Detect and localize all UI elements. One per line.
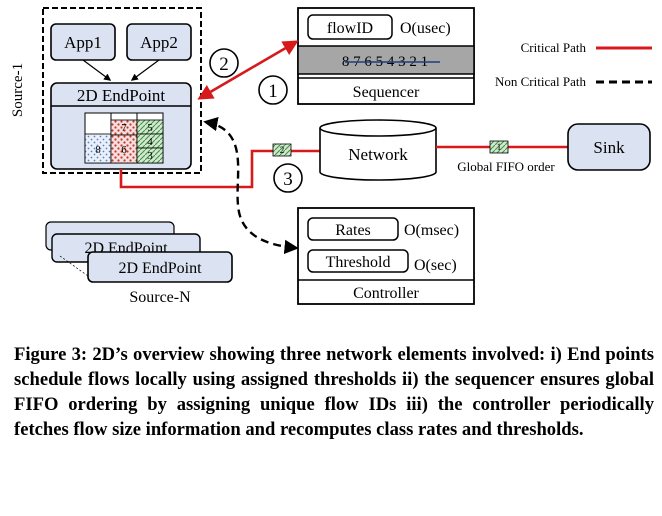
queue-mid-cell xyxy=(110,134,138,164)
sequencer-title: Sequencer xyxy=(353,84,420,101)
legend-critical-label: Critical Path xyxy=(521,40,587,55)
flowid-latency: O(usec) xyxy=(400,20,451,37)
queue-left-id: 8 xyxy=(95,144,101,156)
queue-right-id: 3 xyxy=(147,150,153,162)
network-cylinder xyxy=(319,119,437,181)
legend-noncritical-label: Non Critical Path xyxy=(495,74,586,89)
flowid-box xyxy=(307,14,393,40)
queue-right-cell xyxy=(136,147,164,164)
global-fifo-label: Global FIFO order xyxy=(457,159,555,174)
overview-diagram: Source-1 App1 App2 2D EndPoint 8 7 6 5 4… xyxy=(10,7,652,306)
packet-1 xyxy=(489,140,509,154)
threshold-label: Threshold xyxy=(326,254,391,271)
sourceN-label: Source-N xyxy=(129,289,191,306)
sourceN-stack-guide xyxy=(59,255,89,277)
step-2-label: 2 xyxy=(219,54,229,75)
sink-box xyxy=(567,123,651,171)
network-label: Network xyxy=(348,145,408,164)
rates-label: Rates xyxy=(335,222,371,239)
queue-left-cell xyxy=(84,133,112,164)
rates-box xyxy=(307,217,399,241)
controller-title: Controller xyxy=(353,285,419,302)
rates-latency: O(msec) xyxy=(404,222,459,239)
endpoint-label: 2D EndPoint xyxy=(77,86,166,105)
app1-label: App1 xyxy=(64,33,102,52)
step-3-label: 3 xyxy=(283,169,293,190)
flowid-label: flowID xyxy=(327,20,373,37)
endpoint-sequencer-link xyxy=(197,40,299,100)
sourceN-endpoint-front xyxy=(87,251,233,283)
packet-1-label: 1 xyxy=(497,142,502,152)
app2-label: App2 xyxy=(140,33,178,52)
step-1-label: 1 xyxy=(268,81,278,102)
figure-caption: Figure 3: 2D’s overview showing three ne… xyxy=(14,344,654,440)
sequencer-id-strip xyxy=(297,45,475,75)
threshold-latency: O(sec) xyxy=(414,257,457,274)
queue-right-id: 5 xyxy=(147,122,153,134)
queue-mid-id: 6 xyxy=(121,144,127,156)
sink-label: Sink xyxy=(593,138,625,157)
queue-right-id: 4 xyxy=(147,136,153,148)
threshold-box xyxy=(307,249,409,273)
app1-arrow xyxy=(82,59,112,81)
source1-label: Source-1 xyxy=(10,63,26,117)
queue-mid-id: 7 xyxy=(121,122,127,134)
packet-2-label: 2 xyxy=(280,145,285,155)
endpoint-controller-link xyxy=(203,116,299,255)
app2-arrow xyxy=(130,59,160,81)
sourceN-endpoint-front-label: 2D EndPoint xyxy=(118,260,202,277)
